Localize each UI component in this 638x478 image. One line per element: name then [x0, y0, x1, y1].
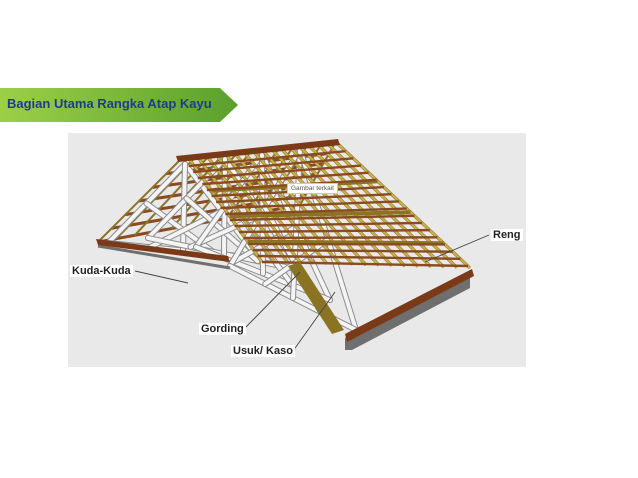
batten [202, 171, 369, 186]
batten [216, 193, 392, 204]
reng-leader-line [424, 234, 490, 263]
side-wall-plate [97, 244, 231, 270]
batten [234, 221, 423, 228]
wall-plate-beam [345, 278, 470, 350]
eave-and-ridge-beams [96, 139, 474, 342]
section-banner: Bagian Utama Rangka Atap Kayu [0, 88, 240, 122]
back-rafter [97, 159, 181, 243]
image-tooltip: Gambar terkait [287, 183, 338, 194]
purlin [247, 239, 444, 246]
batten [239, 228, 430, 234]
batten [243, 236, 438, 240]
batten [252, 248, 453, 253]
front-gable-rafter [288, 262, 344, 334]
batten [220, 200, 400, 210]
batten [229, 214, 415, 222]
label-leader-lines [134, 234, 490, 352]
purlin [229, 210, 411, 219]
batten [188, 149, 346, 168]
ridge-beam [176, 139, 340, 162]
label-reng: Reng [491, 229, 523, 241]
label-gording: Gording [199, 323, 246, 335]
batten [193, 157, 354, 174]
left-eave-beam [96, 239, 230, 262]
batten [257, 254, 461, 261]
wall-plate [97, 244, 470, 350]
batten [197, 164, 362, 180]
banner-arrow-shape [0, 88, 238, 122]
batten [225, 207, 407, 216]
label-usuk-kaso: Usuk/ Kaso [231, 345, 295, 357]
label-kuda-kuda: Kuda-Kuda [70, 265, 133, 277]
truss-member [181, 162, 187, 253]
gording-leader-line [243, 271, 301, 330]
front-slope-battens [183, 142, 469, 268]
kuda-kuda-leader-line [134, 270, 189, 284]
usuk-kaso-leader-line [292, 291, 336, 352]
front-eave-beam [345, 269, 474, 342]
batten [261, 260, 469, 268]
banner-title: Bagian Utama Rangka Atap Kayu [7, 96, 212, 111]
